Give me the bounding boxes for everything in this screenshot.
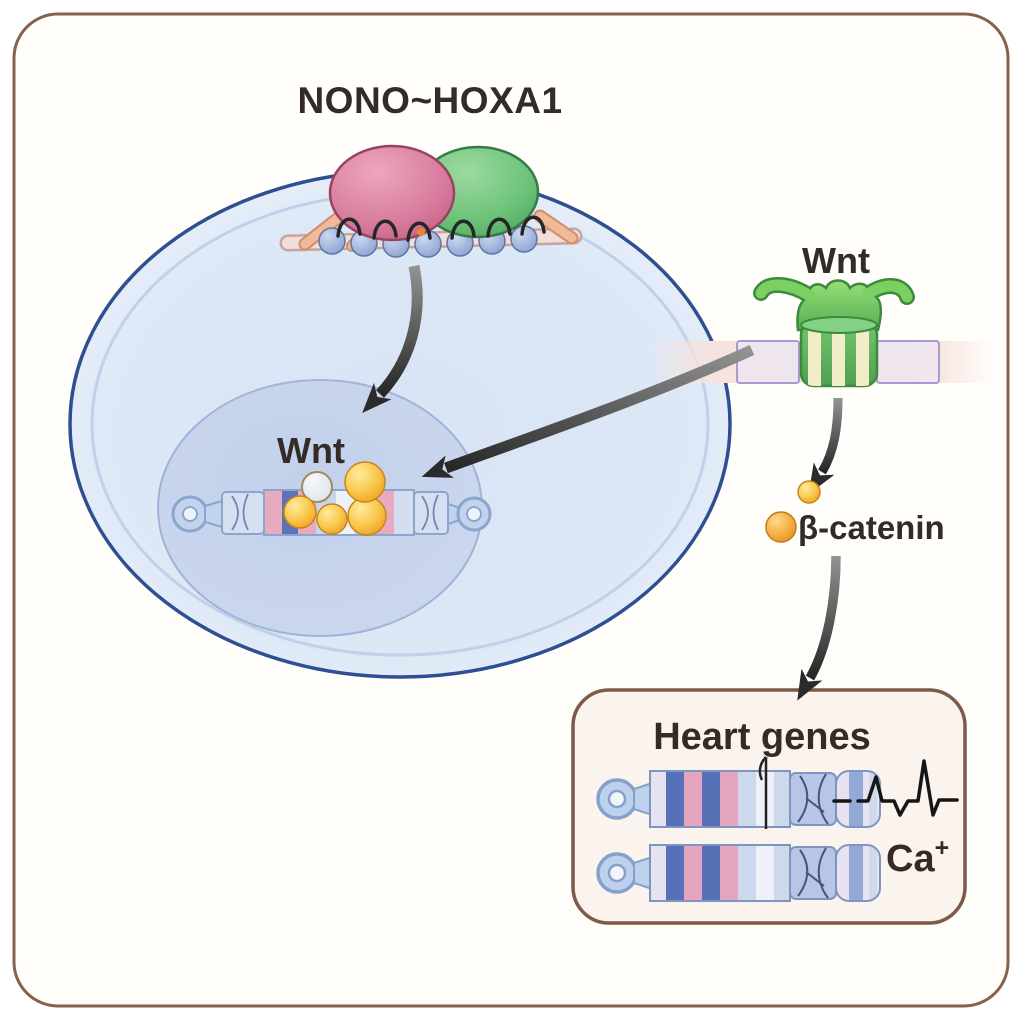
stripe (869, 771, 877, 827)
gene-eyelet-left-hole (182, 506, 198, 522)
stripe (650, 845, 666, 901)
stripe (702, 771, 720, 827)
stripe (738, 771, 756, 827)
yellow-ball (316, 503, 348, 535)
stripe (849, 845, 863, 901)
stripe (650, 771, 666, 827)
heart-genes-box (571, 688, 967, 925)
arrow-complex-to-nucleus (362, 264, 423, 413)
yellow-ball (283, 495, 317, 529)
stripe (666, 845, 684, 901)
cell (68, 169, 732, 679)
nucleosome-beads (318, 225, 538, 258)
heart-gene-cartridge-1 (596, 756, 881, 829)
cofactor-dot (417, 228, 425, 236)
stripe (756, 845, 774, 901)
stripe (808, 322, 821, 386)
nucleus-wnt-label: Wnt (277, 430, 345, 471)
nuclear-gene (171, 461, 492, 536)
cartridge-end-cap (835, 844, 881, 902)
cartridge-twist (789, 772, 837, 826)
hook (520, 215, 546, 236)
receptor-barrel-rim (800, 316, 878, 334)
stripe (702, 845, 720, 901)
hook (406, 221, 432, 242)
cartridge-eyelet-hole (607, 789, 627, 809)
receptor-barrel-stripes (808, 322, 869, 386)
beta-catenin-legend-ball (765, 511, 797, 543)
membrane-segment-right (876, 340, 940, 384)
cartridge-end-cap (835, 770, 881, 828)
stripe (394, 490, 414, 535)
hook (336, 217, 362, 238)
bead (318, 227, 346, 255)
pathway-arrows (362, 264, 843, 701)
leg (300, 213, 343, 249)
nono-hoxa1-complex (279, 144, 583, 258)
stripe (832, 322, 845, 386)
plasma-membrane (648, 340, 995, 384)
gene-connector-left (204, 499, 223, 529)
pale-ball (301, 471, 333, 503)
binding-hooks (336, 215, 546, 242)
arrow-beta-catenin-to-heart-genes (797, 555, 841, 701)
stripe (738, 845, 756, 901)
stripe (684, 845, 702, 901)
title-nono-hoxa1: NONO~HOXA1 (297, 80, 562, 121)
calcium-base: Ca (886, 838, 935, 880)
stripe (264, 490, 282, 535)
twist-creases (231, 493, 249, 531)
wnt-receptor (753, 277, 915, 388)
twist-creases (797, 847, 829, 899)
cartridge-eyelet-hole (607, 863, 627, 883)
stripe (774, 845, 790, 901)
twist-creases (421, 494, 439, 531)
calcium-label: Ca+ (886, 834, 949, 880)
hook (450, 219, 476, 240)
stripe (720, 771, 738, 827)
heart-gene-cartridge-2 (596, 844, 881, 902)
stripe (849, 771, 863, 827)
hook (372, 219, 398, 240)
stripe (666, 771, 684, 827)
yellow-ball (344, 461, 386, 503)
transcription-marker (758, 756, 768, 829)
stripe (720, 845, 738, 901)
cartridge-stripes (649, 770, 791, 828)
cartridge-twist (789, 846, 837, 900)
beta-catenin-cluster (283, 461, 387, 536)
stripe (774, 771, 790, 827)
receptor-arm-left (755, 279, 816, 302)
arrow-receptor-to-beta-catenin (808, 397, 843, 495)
yellow-ball (347, 496, 387, 536)
hook (486, 217, 512, 238)
cap-outline (835, 844, 881, 902)
ecg-trace (832, 759, 959, 817)
stripe (869, 845, 877, 901)
twist-creases (797, 773, 829, 825)
stripe (684, 771, 702, 827)
receptor-arm-right (862, 280, 913, 303)
beta-catenin-label: β-catenin (798, 509, 945, 546)
leg (535, 211, 577, 243)
gene-eyelet-right-hole (466, 506, 482, 522)
cartridge-stripes (649, 844, 791, 902)
nono-protein (328, 144, 456, 242)
arrow-receptor-to-gene (421, 344, 755, 478)
released-beta-catenin-ball (797, 480, 821, 504)
receptor-wnt-label: Wnt (802, 240, 870, 281)
gene-twist-right (413, 491, 449, 535)
stripe (856, 322, 869, 386)
heart-genes-title: Heart genes (653, 716, 871, 758)
calcium-superscript: + (935, 834, 950, 862)
